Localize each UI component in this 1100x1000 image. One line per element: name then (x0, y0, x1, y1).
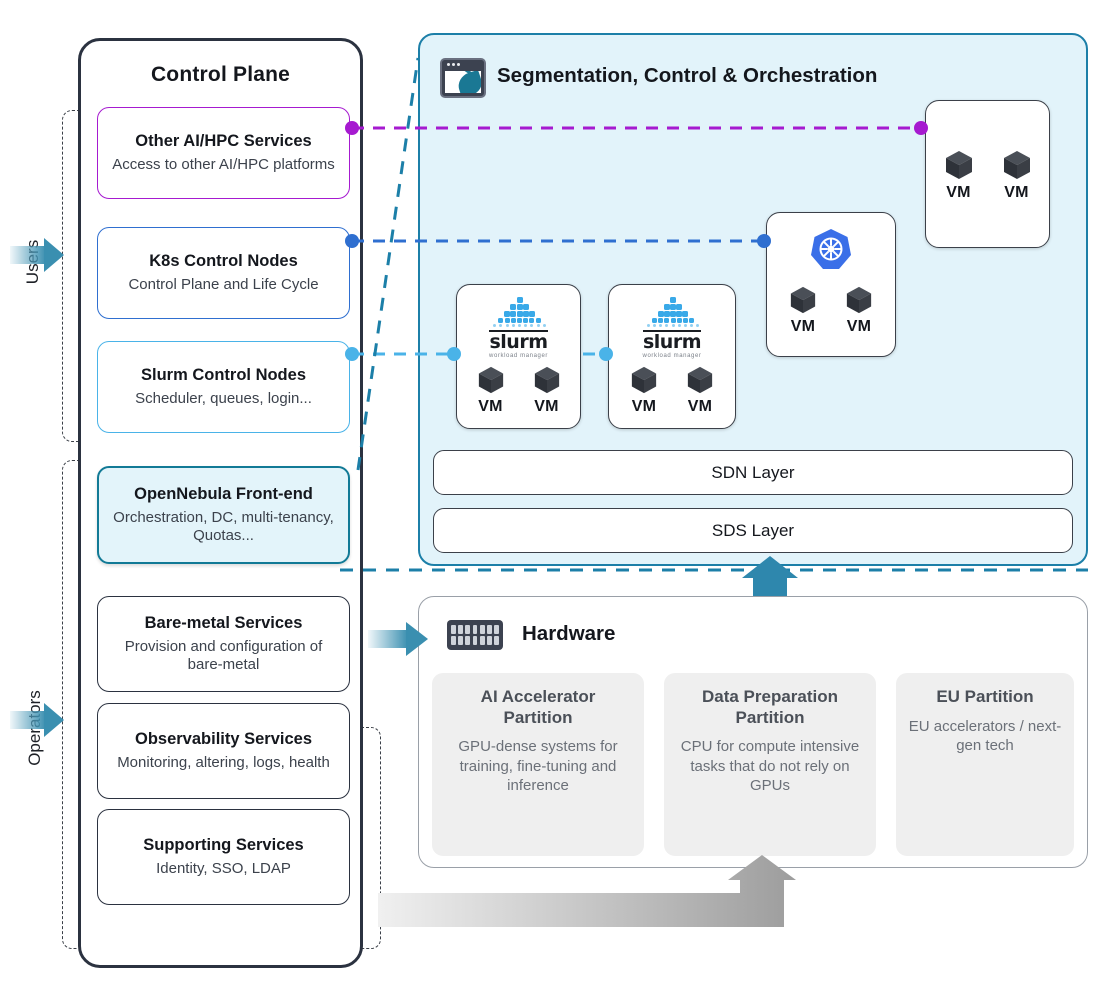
slurm-wordmark: slurm (642, 330, 702, 353)
service-subtitle: Provision and configuration of bare-meta… (124, 637, 323, 673)
kubernetes-logo (811, 229, 851, 269)
service-card-observability-services[interactable]: Observability Services Monitoring, alter… (97, 703, 350, 799)
service-card-k8s-control-nodes[interactable]: K8s Control Nodes Control Plane and Life… (97, 227, 350, 319)
slurm-dome-icon (486, 297, 552, 329)
service-title: Bare-metal Services (144, 613, 303, 632)
vm-instance: VM (845, 285, 873, 336)
service-subtitle: Identity, SSO, LDAP (156, 859, 291, 877)
sds-layer-bar[interactable]: SDS Layer (433, 508, 1073, 553)
vm-cube-icon (478, 366, 503, 394)
service-title: Supporting Services (143, 835, 304, 854)
arrow-baremetal-to-hardware (368, 622, 430, 656)
slurm-wordmark: slurm (489, 330, 548, 353)
slurm-tagline: workload manager (489, 353, 548, 359)
node-card-slurm-2[interactable]: slurm workload manager VM VM (608, 284, 736, 429)
node-card-plain-vm[interactable]: VM VM (925, 100, 1050, 248)
vm-label: VM (631, 398, 657, 415)
slurm-dome-icon (639, 297, 705, 329)
vm-cube-icon (945, 151, 972, 179)
slurm-tagline: workload manager (642, 353, 702, 359)
partition-card-data-preparation[interactable]: Data Preparation Partition CPU for compu… (664, 673, 876, 856)
connector-opennebula-diagonal (356, 57, 420, 471)
service-title: Other AI/HPC Services (135, 131, 312, 150)
node-card-kubernetes[interactable]: VM VM (766, 212, 896, 357)
vm-instance: VM (630, 365, 658, 416)
vm-cube-icon (687, 366, 713, 394)
partition-title: Data Preparation Partition (701, 687, 839, 727)
service-subtitle: Orchestration, DC, multi-tenancy, Quotas… (113, 508, 334, 544)
users-group-bracket (62, 110, 87, 442)
vm-label: VM (946, 184, 971, 201)
vm-label: VM (846, 318, 872, 335)
vm-instance: VM (789, 285, 817, 336)
control-plane-panel: Control Plane Other AI/HPC Services Acce… (78, 38, 363, 968)
service-subtitle: Control Plane and Life Cycle (128, 275, 319, 293)
vm-cube-icon (846, 286, 872, 314)
service-title: Slurm Control Nodes (140, 365, 306, 384)
vm-label: VM (687, 398, 713, 415)
partition-card-eu[interactable]: EU Partition EU accelerators / next-gen … (896, 673, 1074, 856)
partition-title: EU Partition (936, 687, 1034, 706)
service-card-opennebula-frontend[interactable]: OpenNebula Front-end Orchestration, DC, … (97, 466, 350, 564)
vm-cube-icon (534, 366, 559, 394)
sdn-layer-bar[interactable]: SDN Layer (433, 450, 1073, 495)
service-subtitle: Scheduler, queues, login... (135, 389, 312, 407)
vm-cube-icon (1003, 151, 1030, 179)
partition-card-ai-accelerator[interactable]: AI Accelerator Partition GPU-dense syste… (432, 673, 644, 856)
service-card-supporting-services[interactable]: Supporting Services Identity, SSO, LDAP (97, 809, 350, 905)
vm-instance: VM (1002, 149, 1032, 202)
vm-label: VM (534, 398, 559, 415)
vm-label: VM (1004, 184, 1029, 201)
users-arrow (10, 238, 66, 272)
partition-title: AI Accelerator Partition (480, 687, 596, 727)
service-title: OpenNebula Front-end (134, 484, 313, 503)
vm-instance: VM (686, 365, 714, 416)
partition-subtitle: EU accelerators / next-gen tech (908, 717, 1062, 754)
segmentation-panel-title: Segmentation, Control & Orchestration (497, 64, 878, 87)
service-card-bare-metal-services[interactable]: Bare-metal Services Provision and config… (97, 596, 350, 692)
vm-cube-icon (631, 366, 657, 394)
service-subtitle: Access to other AI/HPC platforms (112, 155, 335, 173)
vm-instance: VM (944, 149, 974, 202)
server-grid-icon (447, 620, 503, 650)
vm-instance: VM (477, 365, 505, 416)
vm-cube-icon (790, 286, 816, 314)
partition-subtitle: CPU for compute intensive tasks that do … (680, 738, 860, 794)
service-title: K8s Control Nodes (149, 251, 298, 270)
node-card-slurm-1[interactable]: slurm workload manager VM VM (456, 284, 581, 429)
vm-label: VM (478, 398, 503, 415)
service-subtitle: Monitoring, altering, logs, health (117, 753, 330, 771)
vm-label: VM (790, 318, 816, 335)
partition-subtitle: GPU-dense systems for training, fine-tun… (458, 738, 618, 794)
operators-group-bracket-right (356, 727, 381, 949)
page-title: Control Plane (150, 63, 291, 86)
service-card-slurm-control-nodes[interactable]: Slurm Control Nodes Scheduler, queues, l… (97, 341, 350, 433)
hardware-panel-title: Hardware (522, 622, 616, 645)
service-card-other-ai-hpc[interactable]: Other AI/HPC Services Access to other AI… (97, 107, 350, 199)
vm-instance: VM (533, 365, 561, 416)
operators-arrow (10, 703, 66, 737)
opennebula-browser-icon (440, 58, 486, 98)
service-title: Observability Services (134, 729, 313, 748)
